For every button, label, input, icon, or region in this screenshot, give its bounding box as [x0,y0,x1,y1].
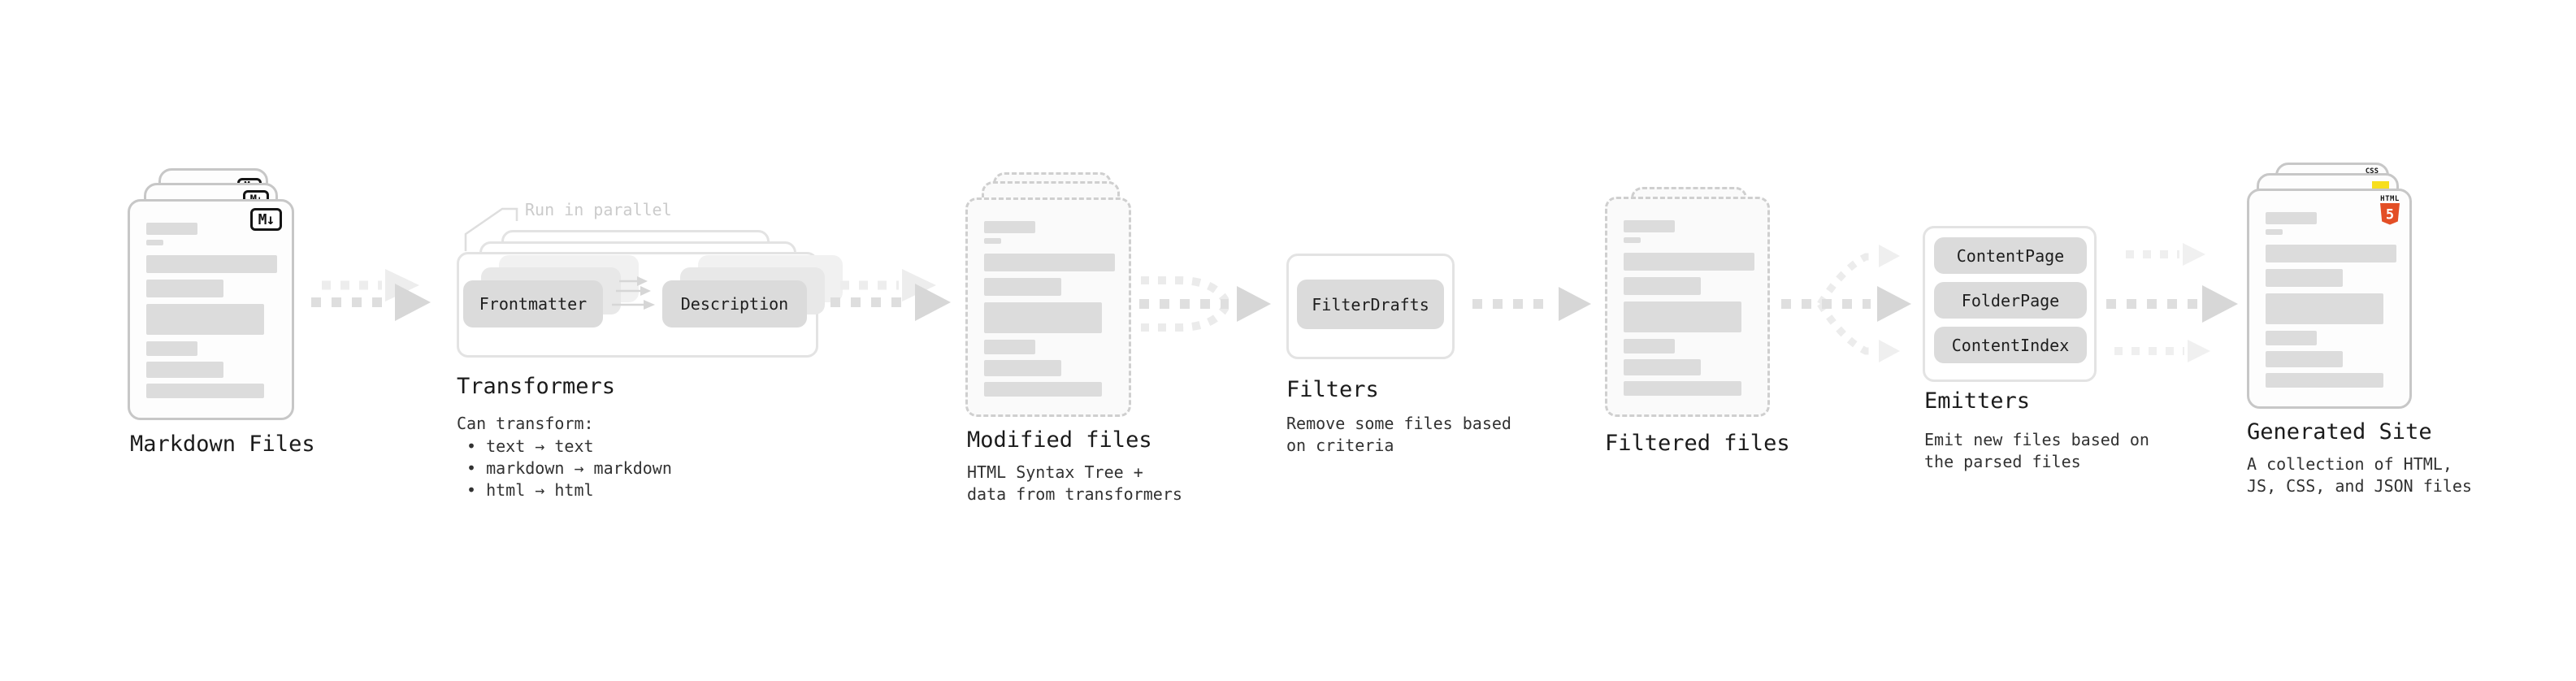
transformers-intro: Can transform: [457,414,594,433]
markdown-files-label: Markdown Files [130,432,315,457]
modified-files-label: Modified files [967,427,1152,453]
generated-file-front: HTML 5 [2247,189,2412,409]
content-bar [146,280,223,297]
content-bar [2266,212,2317,224]
modified-files-description: HTML Syntax Tree + data from transformer… [967,462,1182,504]
transformers-bullet: • text → text [466,436,594,456]
emitters-description: Emit new files based on the parsed files [1924,430,2149,471]
content-bar [1624,237,1641,243]
content-bar [1624,359,1701,375]
transformers-bullet: • html → html [466,480,594,500]
document-skeleton [984,221,1115,397]
content-bar [146,341,197,356]
content-bar [1624,381,1741,396]
folderpage-pill: FolderPage [1934,282,2087,319]
filters-description: Remove some files based on criteria [1286,414,1511,455]
html5-icon: HTML 5 [2379,195,2400,229]
content-bar [984,340,1035,354]
content-bar [984,302,1102,333]
transformers-bullet: • markdown → markdown [466,458,672,478]
content-bar [2266,269,2343,287]
document-skeleton [1624,220,1754,396]
content-bar [2266,351,2343,367]
content-bar [2266,331,2317,345]
content-bar [146,255,277,273]
transformers-heading: Transformers [457,374,616,399]
document-skeleton [146,223,277,398]
content-bar [984,278,1061,296]
content-bar [146,240,163,245]
content-bar [1624,339,1675,354]
filters-heading: Filters [1286,377,1379,402]
svg-text:5: 5 [2386,207,2394,223]
contentindex-pill: ContentIndex [1934,327,2087,363]
description-pill: Description [662,280,807,327]
content-bar [1624,253,1754,271]
content-bar [146,384,264,398]
content-bar [2266,293,2383,324]
markdown-icon: M↓ [250,208,282,231]
emitters-heading: Emitters [1924,388,2031,414]
content-bar [2266,245,2396,262]
content-bar [984,360,1061,376]
js-icon [2372,181,2389,190]
content-bar [984,382,1102,397]
content-bar [1624,220,1675,232]
filtered-file-front [1605,197,1770,417]
html5-icon-word: HTML [2380,195,2400,203]
content-bar [146,362,223,378]
run-in-parallel-note: Run in parallel [525,200,672,219]
content-bar [2266,373,2383,388]
content-bar [1624,277,1701,295]
content-bar [146,223,197,235]
content-bar [2266,229,2283,235]
filterdrafts-pill: FilterDrafts [1297,280,1444,329]
contentpage-pill: ContentPage [1934,237,2087,274]
document-skeleton [2266,212,2396,388]
content-bar [1624,301,1741,332]
frontmatter-pill: Frontmatter [463,280,603,327]
content-bar [984,254,1115,271]
content-bar [984,238,1001,244]
content-bar [146,304,264,335]
markdown-file-front: M↓ [128,199,294,420]
generated-site-description: A collection of HTML, JS, CSS, and JSON … [2247,454,2472,496]
modified-file-front [965,197,1131,417]
content-bar [984,221,1035,233]
generated-site-label: Generated Site [2247,419,2432,445]
html5-shield: 5 [2380,203,2400,225]
filtered-files-label: Filtered files [1605,431,1790,456]
